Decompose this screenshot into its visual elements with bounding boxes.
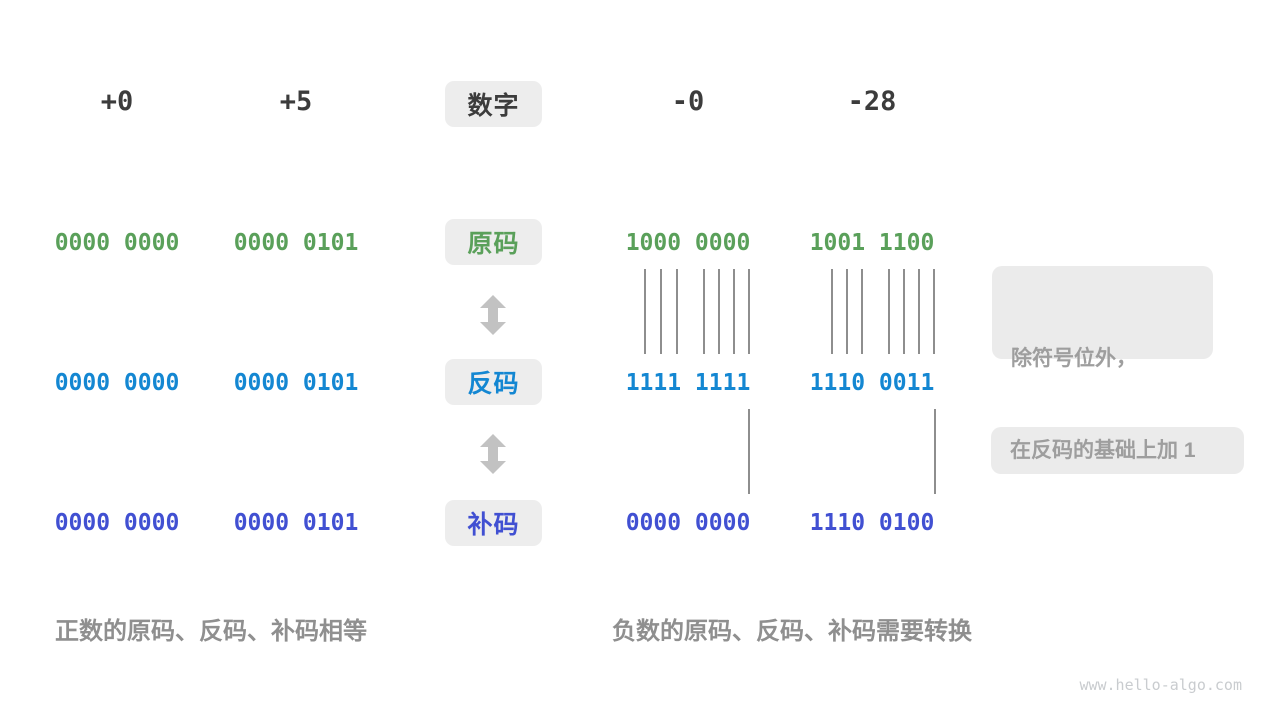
- up-down-arrow-icon: [479, 295, 507, 335]
- ones-complement-neg-28: 1110 0011: [809, 370, 935, 396]
- bit-invert-line: [660, 269, 662, 354]
- twos-complement-pos-zero: 0000 0000: [54, 510, 180, 536]
- twos-complement-label: 补码: [467, 511, 520, 539]
- bit-invert-line: [888, 269, 890, 354]
- sign-magnitude-neg-zero: 1000 0000: [625, 230, 751, 256]
- sign-magnitude-neg-28: 1001 1100: [809, 230, 935, 256]
- add-one-note: 在反码的基础上加 1: [991, 427, 1244, 474]
- twos-complement-pos-five: 0000 0101: [233, 510, 359, 536]
- number-label: 数字: [467, 92, 520, 120]
- sign-magnitude-label: 原码: [467, 230, 520, 258]
- bit-invert-line: [718, 269, 720, 354]
- column-header-pos-zero: +0: [100, 86, 134, 117]
- twos-complement-label-box: 补码: [445, 500, 542, 546]
- ones-complement-neg-zero: 1111 1111: [625, 370, 751, 396]
- watermark: www.hello-algo.com: [1079, 676, 1242, 694]
- ones-complement-pos-five: 0000 0101: [233, 370, 359, 396]
- sign-magnitude-pos-five: 0000 0101: [233, 230, 359, 256]
- invert-note: 除符号位外， 对其余所有位取反: [992, 266, 1213, 463]
- twos-complement-neg-zero: 0000 0000: [625, 510, 751, 536]
- column-header-neg-zero: -0: [671, 86, 705, 117]
- column-header-neg-28: -28: [847, 86, 897, 117]
- bit-invert-line: [676, 269, 678, 354]
- bit-invert-line: [903, 269, 905, 354]
- positive-caption: 正数的原码、反码、补码相等: [55, 618, 367, 645]
- carry-add-line: [748, 409, 750, 494]
- carry-add-line: [934, 409, 936, 494]
- negative-caption: 负数的原码、反码、补码需要转换: [612, 618, 972, 645]
- bit-invert-line: [733, 269, 735, 354]
- sign-magnitude-label-box: 原码: [445, 219, 542, 265]
- ones-complement-label-box: 反码: [445, 359, 542, 405]
- column-header-pos-five: +5: [279, 86, 313, 117]
- up-down-arrow-icon: [479, 434, 507, 474]
- ones-complement-pos-zero: 0000 0000: [54, 370, 180, 396]
- bit-invert-line: [933, 269, 935, 354]
- bit-invert-line: [846, 269, 848, 354]
- sign-magnitude-pos-zero: 0000 0000: [54, 230, 180, 256]
- number-label-box: 数字: [445, 81, 542, 127]
- bit-invert-line: [918, 269, 920, 354]
- bit-invert-line: [644, 269, 646, 354]
- bit-invert-line: [861, 269, 863, 354]
- ones-complement-label: 反码: [467, 370, 520, 398]
- bit-invert-line: [748, 269, 750, 354]
- bit-invert-line: [703, 269, 705, 354]
- twos-complement-neg-28: 1110 0100: [809, 510, 935, 536]
- invert-note-line1: 除符号位外，: [1011, 347, 1137, 370]
- bit-invert-line: [831, 269, 833, 354]
